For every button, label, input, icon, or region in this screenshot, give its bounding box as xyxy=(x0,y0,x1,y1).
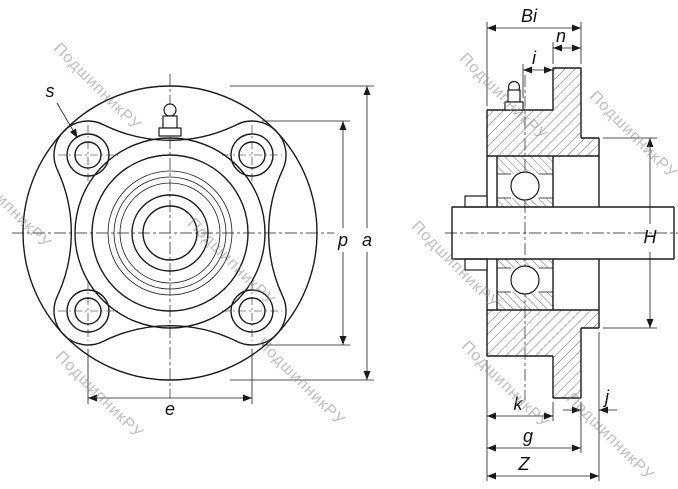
flange-outer-circle xyxy=(22,85,318,381)
dim-label-n: n xyxy=(556,26,566,46)
ball-top xyxy=(510,171,540,201)
dim-bi: Bi xyxy=(486,6,582,106)
shaft xyxy=(451,206,675,260)
section-view: Bi n i H k xyxy=(445,6,678,481)
dim-label-h: H xyxy=(644,227,658,247)
dim-e: e xyxy=(87,349,253,419)
inner-ring-bottom xyxy=(497,259,553,268)
dim-label-k: k xyxy=(514,394,524,414)
outer-ring-top xyxy=(497,156,553,174)
section-centerlines xyxy=(445,75,678,400)
bearing-section xyxy=(464,156,554,310)
flange-lobe-contour xyxy=(53,120,287,346)
inner-ring-top xyxy=(497,198,553,207)
front-view: s e p a xyxy=(12,74,374,419)
ball-bottom xyxy=(510,265,540,295)
bolt-hole xyxy=(58,281,118,341)
dim-label-a: a xyxy=(362,230,372,250)
housing-outline xyxy=(486,67,600,399)
locking-collar-bottom xyxy=(464,258,488,271)
housing-section-top xyxy=(487,68,599,156)
grease-fitting-front xyxy=(158,103,182,137)
bolt-hole xyxy=(222,125,282,185)
dim-label-e: e xyxy=(165,399,175,419)
dim-label-g: g xyxy=(523,426,533,446)
housing-section-bottom xyxy=(487,310,599,398)
bolt-holes xyxy=(58,125,282,341)
dim-label-p: p xyxy=(337,230,348,250)
dim-s: s xyxy=(46,81,78,139)
bolt-hole xyxy=(58,125,118,185)
dim-a: a xyxy=(230,85,374,381)
dim-label-bi: Bi xyxy=(521,6,538,26)
dim-p: p xyxy=(262,120,350,346)
dim-k: k xyxy=(486,360,554,481)
bearing-circles xyxy=(74,137,266,329)
grease-fitting-section xyxy=(504,80,524,111)
dim-g: g xyxy=(487,402,582,453)
dim-n: n xyxy=(552,26,581,64)
locking-collar-top xyxy=(464,195,488,208)
dim-label-s: s xyxy=(46,81,55,101)
dim-i: i xyxy=(522,48,553,98)
dim-h: H xyxy=(603,137,658,329)
bolt-hole xyxy=(222,281,282,341)
dim-label-i: i xyxy=(532,48,537,68)
dim-label-z: Z xyxy=(518,454,531,474)
dim-z: Z xyxy=(487,454,599,480)
dim-label-j: j xyxy=(602,387,610,407)
outer-ring-bottom xyxy=(497,292,553,310)
